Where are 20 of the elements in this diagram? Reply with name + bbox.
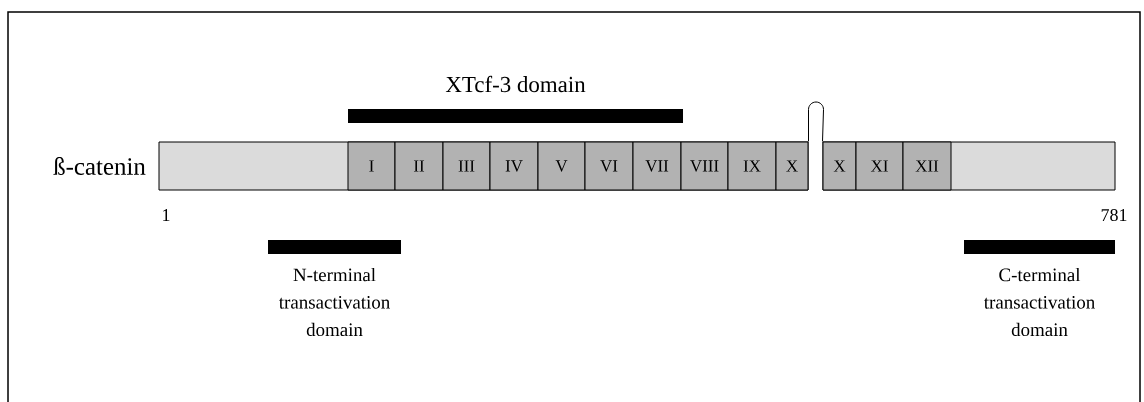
repeat-box: IV bbox=[489, 141, 539, 191]
repeat-box: VII bbox=[632, 141, 682, 191]
repeat-box: III bbox=[442, 141, 491, 191]
repeat-box: II bbox=[394, 141, 444, 191]
repeat-box: IX bbox=[727, 141, 777, 191]
domain-label: C-terminal transactivation domain bbox=[984, 267, 1095, 337]
repeat-box: XI bbox=[855, 141, 904, 191]
repeat-box: XII bbox=[902, 141, 952, 191]
repeat-box: X bbox=[822, 141, 857, 191]
domain-label: XTcf-3 domain bbox=[445, 75, 586, 93]
repeat-box: I bbox=[347, 141, 396, 191]
residue-number: 781 bbox=[1101, 208, 1127, 222]
repeat-box: X bbox=[775, 141, 809, 191]
domain-label: N-terminal transactivation domain bbox=[279, 267, 390, 337]
repeat-box: VI bbox=[584, 141, 634, 191]
protein-name: ß-catenin bbox=[53, 157, 146, 175]
loop-connector bbox=[808, 101, 824, 142]
repeat-box: V bbox=[537, 141, 586, 191]
residue-number: 1 bbox=[163, 209, 170, 221]
repeat-box: VIII bbox=[680, 141, 729, 191]
